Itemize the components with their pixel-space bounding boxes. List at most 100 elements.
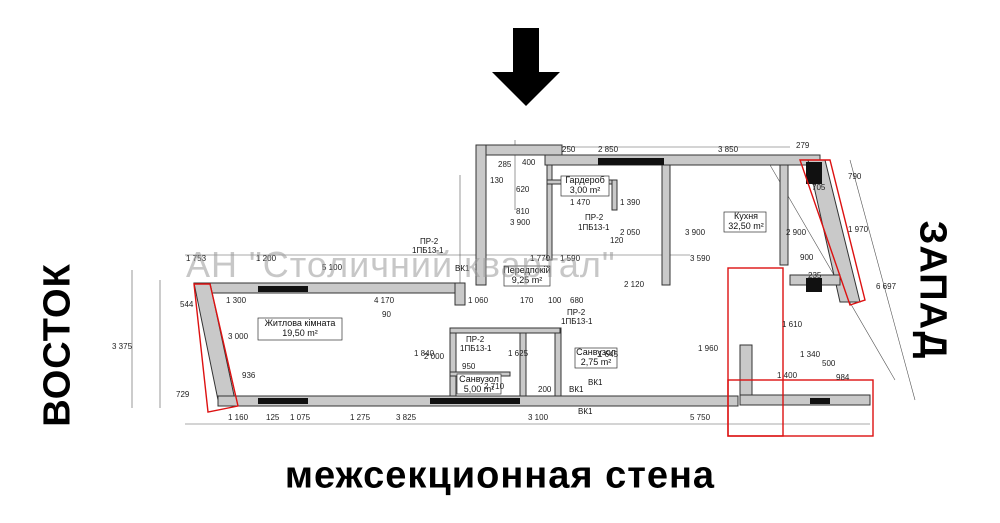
dimension-label: 1 300 bbox=[226, 296, 247, 305]
dimension-label: 1 340 bbox=[800, 350, 821, 359]
dimension-label: 1 753 bbox=[186, 254, 207, 263]
dimension-label: 3 375 bbox=[112, 342, 133, 351]
room-area: 2,75 m² bbox=[580, 357, 612, 367]
red-outlines bbox=[193, 159, 874, 437]
dimension-label: 2 710 bbox=[484, 382, 505, 391]
dimension-label: 1 275 bbox=[350, 413, 371, 422]
dimension-label: 729 bbox=[176, 390, 190, 399]
tag-vk1-c: ВК1 bbox=[588, 378, 603, 387]
dimension-label: 544 bbox=[180, 300, 194, 309]
room-area: 5,00 m² bbox=[463, 384, 495, 394]
dimension-label: 2 120 bbox=[624, 280, 645, 289]
room-area: 9,25 m² bbox=[511, 275, 543, 285]
tag-pb-b: 1ПБ13-1 bbox=[578, 223, 610, 232]
dimension-label: 3 000 bbox=[228, 332, 249, 341]
tag-pr2-c: ПР-2 bbox=[567, 308, 586, 317]
room-area: 3,00 m² bbox=[569, 185, 601, 195]
dimension-label: 5 750 bbox=[690, 413, 711, 422]
dimension-label: 170 bbox=[520, 296, 534, 305]
dimension-label: 1 390 bbox=[620, 198, 641, 207]
tag-pb-d: 1ПБ13-1 bbox=[460, 344, 492, 353]
dimension-label: 1 960 bbox=[698, 344, 719, 353]
watermark: АН "Столичний квартал" bbox=[186, 244, 616, 285]
room-name: Гардероб bbox=[565, 175, 605, 185]
dimension-label: 3 100 bbox=[528, 413, 549, 422]
dimension-label: 1 075 bbox=[290, 413, 311, 422]
dimension-label: 1 060 bbox=[468, 296, 489, 305]
dimension-label: 1 470 bbox=[570, 198, 591, 207]
dimension-label: 2 000 bbox=[424, 352, 445, 361]
dimension-label: 1 160 bbox=[228, 413, 249, 422]
dimension-label: 1 970 bbox=[848, 225, 869, 234]
tag-pr2-d: ПР-2 bbox=[466, 335, 485, 344]
dimension-label: 705 bbox=[812, 183, 826, 192]
dimension-label: 1 200 bbox=[256, 254, 277, 263]
dimension-label: 1 840 bbox=[414, 349, 435, 358]
dimension-label: 3 850 bbox=[718, 145, 739, 154]
dimension-label: 3 900 bbox=[685, 228, 706, 237]
dimension-label: 3 590 bbox=[690, 254, 711, 263]
dimension-label: 500 bbox=[822, 359, 836, 368]
dimension-label: 950 bbox=[462, 362, 476, 371]
dimension-label: 279 bbox=[796, 141, 810, 150]
room-area: 32,50 m² bbox=[728, 221, 764, 231]
wall-label-bottom: межсекционная стена bbox=[284, 454, 716, 497]
room-name: Санвузол bbox=[576, 347, 616, 357]
compass-label-east: ВОСТОК bbox=[36, 263, 79, 427]
room-label-bath2: Санвузол 5,00 m² bbox=[455, 374, 503, 394]
dimension-label: 100 bbox=[548, 296, 562, 305]
dimension-label: 810 bbox=[516, 207, 530, 216]
dimension-label: 1 400 bbox=[777, 371, 798, 380]
dimension-label: 200 bbox=[538, 385, 552, 394]
dimension-label: 680 bbox=[570, 296, 584, 305]
room-label-wardrobe: Гардероб 3,00 m² bbox=[563, 175, 607, 195]
entry-arrow bbox=[492, 28, 560, 106]
room-label-living: Житлова кімната 19,50 m² bbox=[258, 318, 342, 338]
dimension-label: 90 bbox=[382, 310, 391, 319]
dimension-label: 620 bbox=[516, 185, 530, 194]
room-area: 19,50 m² bbox=[282, 328, 318, 338]
dimension-label: 6 697 bbox=[876, 282, 897, 291]
compass-label-west: ЗАПАД bbox=[911, 220, 954, 360]
tag-pr2-b: ПР-2 bbox=[585, 213, 604, 222]
tag-vk1-b: ВК1 bbox=[569, 385, 584, 394]
room-label-hall: Передпокій 9,25 m² bbox=[501, 265, 553, 285]
dimension-label: 400 bbox=[522, 158, 536, 167]
dimension-label: 2 850 bbox=[598, 145, 619, 154]
dimension-label: 936 bbox=[242, 371, 256, 380]
windows bbox=[258, 158, 830, 404]
dimension-label: 3 900 bbox=[510, 218, 531, 227]
tag-vk1-d: ВК1 bbox=[578, 407, 593, 416]
dimension-label: 120 bbox=[610, 236, 624, 245]
dimension-label: 125 bbox=[266, 413, 280, 422]
room-name: Санвузол bbox=[459, 374, 499, 384]
dimension-label: 984 bbox=[836, 373, 850, 382]
room-name: Передпокій bbox=[503, 265, 551, 275]
dimension-label: 1 610 bbox=[782, 320, 803, 329]
dimension-label: 1 625 bbox=[508, 349, 529, 358]
dimension-label: 285 bbox=[498, 160, 512, 169]
room-boxes bbox=[257, 175, 767, 395]
dimension-label: 1 770 bbox=[530, 254, 551, 263]
tag-pb-c: 1ПБ13-1 bbox=[561, 317, 593, 326]
dimension-label: 235 bbox=[808, 271, 822, 280]
dimension-label: 900 bbox=[800, 253, 814, 262]
dimension-label: 3 825 bbox=[396, 413, 417, 422]
dimension-label: 5 100 bbox=[322, 263, 343, 272]
dimension-label: 2 050 bbox=[620, 228, 641, 237]
room-label-kitchen: Кухня 32,50 m² bbox=[726, 211, 766, 231]
dimension-label: 4 170 bbox=[374, 296, 395, 305]
room-name: Житлова кімната bbox=[264, 318, 336, 328]
tag-pr2-a: ПР-2 bbox=[420, 237, 439, 246]
room-name: Кухня bbox=[733, 211, 759, 221]
dimension-label: 1 645 bbox=[598, 350, 619, 359]
tag-pb-a: 1ПБ13-1 bbox=[412, 246, 444, 255]
dimension-label: 130 bbox=[490, 176, 504, 185]
dimension-label: 250 bbox=[562, 145, 576, 154]
dimension-label: 2 900 bbox=[786, 228, 807, 237]
tag-vk1-a: ВК1 bbox=[455, 264, 470, 273]
room-label-bath1: Санвузол 2,75 m² bbox=[573, 347, 619, 367]
dimension-label: 1 590 bbox=[560, 254, 581, 263]
dimension-label: 790 bbox=[848, 172, 862, 181]
